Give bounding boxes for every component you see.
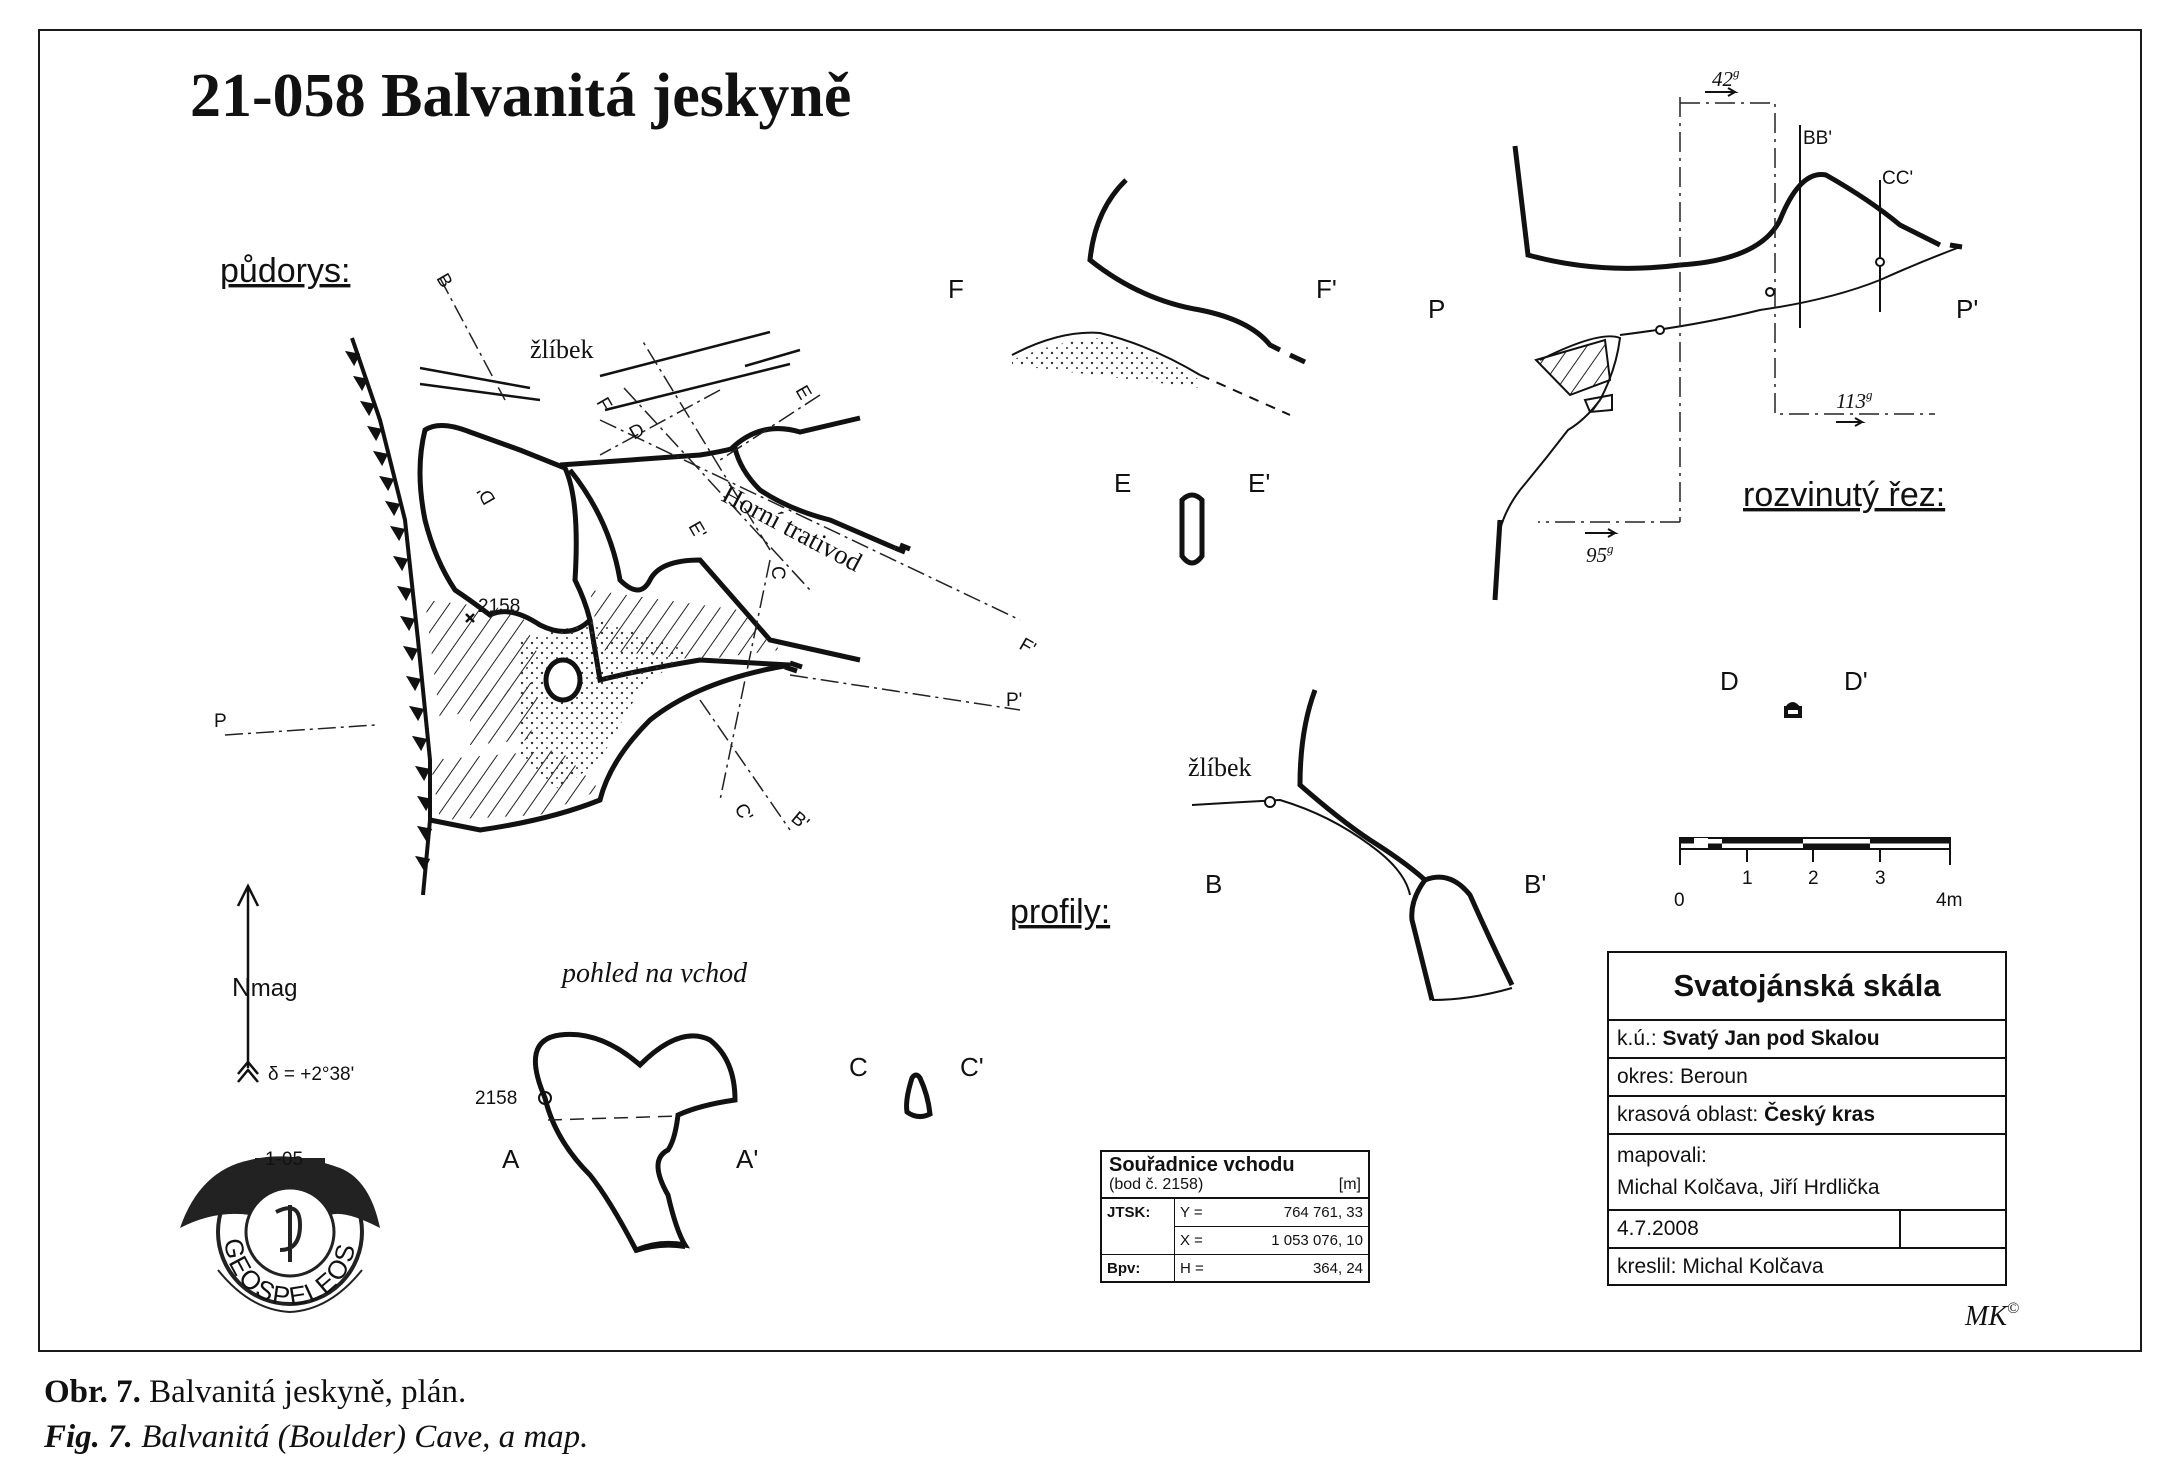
profile-gully-label: žlíbek [1188,753,1252,782]
scale-tick-3: 3 [1875,868,1886,889]
plan-cut-B: B [432,270,457,291]
plan-cut-D: D [626,419,648,444]
profile-C-prime-label: C' [960,1052,984,1082]
north-arrow-icon [236,883,260,1083]
profile-E-shape [1179,492,1205,566]
date-row: 4.7.2008 [1609,1211,2005,1249]
angle-label-113: 113g [1836,387,1873,413]
plan-cut-P-prime: P' [1006,690,1022,711]
section-P-prime-label: P' [1956,294,1978,324]
district-row: okres: Beroun [1609,1059,2005,1097]
section-CC-label: CC' [1882,168,1913,189]
plan-gully-label: žlíbek [530,335,594,364]
svg-text:95g: 95g [1586,541,1614,567]
plan-cut-C: C [767,566,788,580]
cadastral-row: k.ú.: Svatý Jan pod Skalou [1609,1021,2005,1059]
plan-heading: půdorys: [220,252,350,290]
plan-cut-F: F [592,394,616,415]
svg-text:113g: 113g [1836,387,1873,413]
developed-section-drawing [1492,87,1963,601]
profile-A-prime-label: A' [736,1144,758,1174]
profiles-heading: profily: [1010,893,1110,931]
profile-E-label: E [1114,468,1131,498]
profile-D-shape [1784,702,1802,718]
coordinates-subtitle: (bod č. 2158) [1109,1176,1204,1193]
karst-area-row: krasová oblast: Český kras [1609,1097,2005,1135]
scale-bar [1679,837,1951,865]
north-label: Nmag [232,972,297,1002]
map-title: 21-058 Balvanitá jeskyně [190,62,851,130]
table-row: JTSK: Y = 764 761, 33 [1102,1199,1368,1227]
profile-C-shape [904,1072,933,1120]
scale-tick-1: 1 [1742,868,1753,889]
surveyors-row: mapovali: Michal Kolčava, Jiří Hrdlička [1609,1135,2005,1211]
profile-E-prime-label: E' [1248,468,1270,498]
profile-F [1011,178,1307,416]
locality-title: Svatojánská skála [1609,953,2005,1021]
plan-cut-E-prime: E' [684,518,710,543]
profile-D-label: D [1720,666,1739,696]
author-signature: MK© [1964,1300,2019,1332]
profile-B-label: B [1205,869,1222,899]
caption-czech: Obr. 7. Balvanitá jeskyně, plán. [44,1374,467,1410]
cave-plan [224,277,1021,896]
profile-C-label: C [849,1052,868,1082]
scale-tick-0: 0 [1674,890,1685,911]
angle-label-42: 42g [1712,65,1740,91]
entrance-point-label: 2158 [475,1088,517,1109]
figure-caption: Obr. 7. Balvanitá jeskyně, plán. Fig. 7.… [44,1370,588,1460]
entrance-coordinates-box: Souřadnice vchodu (bod č. 2158) [m] JTSK… [1100,1150,1370,1283]
coordinates-title: Souřadnice vchodu [1109,1154,1295,1176]
declination-label: δ = +2°38' [268,1064,354,1085]
geospeleos-logo [180,1156,380,1314]
profile-B [1191,689,1515,1001]
scale-tick-4m: 4m [1936,890,1962,911]
map-frame [38,29,2142,1352]
plan-cut-F-prime: F' [1016,634,1040,660]
svg-text:42g: 42g [1712,65,1740,91]
scale-tick-2: 2 [1808,868,1819,889]
title-block: Svatojánská skála k.ú.: Svatý Jan pod Sk… [1607,951,2007,1286]
profile-F-prime-label: F' [1316,274,1337,304]
logo-code: 1-05 [265,1149,303,1170]
caption-english: Fig. 7. Balvanitá (Boulder) Cave, a map. [44,1419,589,1455]
table-row: X = 1 053 076, 10 [1102,1226,1368,1255]
plan-point-label: 2158 [478,596,520,617]
profile-B-prime-label: B' [1524,869,1546,899]
plan-cut-B-prime: B' [787,808,813,835]
drawn-by-row: kreslil: Michal Kolčava [1617,1254,1824,1278]
section-P-label: P [1428,294,1445,324]
plan-cut-D-prime: D' [473,482,500,508]
coordinates-unit: [m] [1338,1176,1361,1193]
plan-cut-C-prime: C' [730,800,757,826]
profile-D-prime-label: D' [1844,666,1868,696]
section-BB-label: BB' [1803,128,1832,149]
plan-cut-P: P [214,711,227,732]
table-row: Bpv: H = 364, 24 [1102,1254,1368,1282]
coordinates-table: JTSK: Y = 764 761, 33 X = 1 053 076, 10 … [1102,1199,1368,1282]
entrance-view-label: pohled na vchod [560,958,748,989]
profile-A-label: A [502,1144,520,1174]
entrance-view [532,1031,738,1254]
profile-F-label: F [948,274,964,304]
angle-label-95: 95g [1586,541,1614,567]
developed-section-heading: rozvinutý řez: [1743,476,1945,514]
